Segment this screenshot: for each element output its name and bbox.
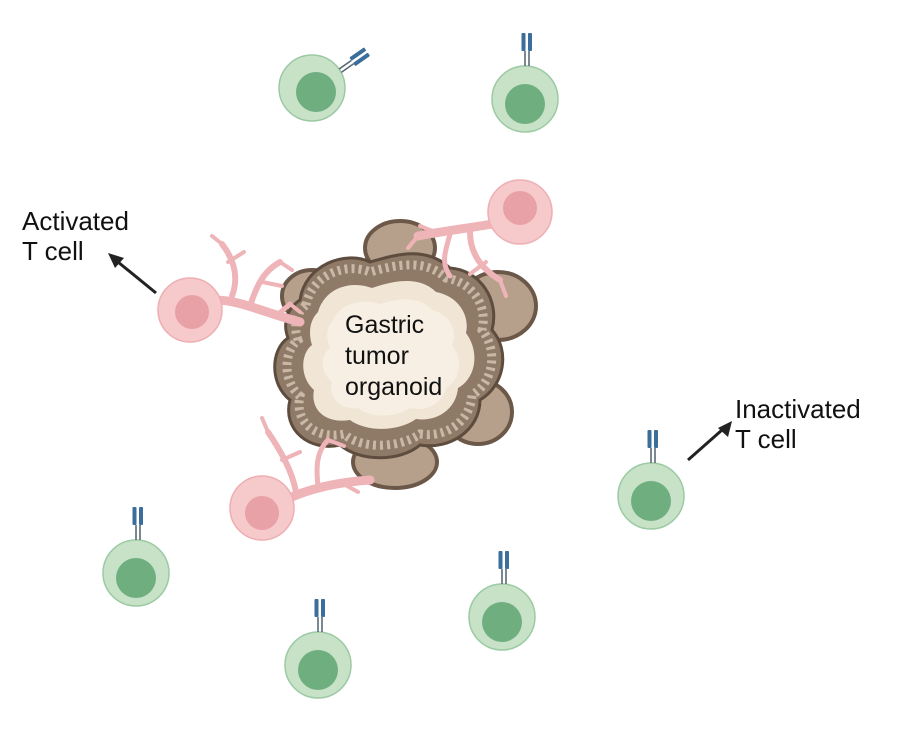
inactivated-label-arrow	[687, 421, 732, 462]
organoid-label-line1: Gastric	[345, 311, 425, 339]
gastric-tumor-organoid	[273, 219, 538, 490]
t-cell-inactive-bottom-center	[284, 598, 352, 699]
inactivated-t-cell-label: Inactivated T cell	[735, 394, 861, 454]
t-cell-inactive-bottom-left	[102, 506, 170, 607]
inactivated-label-line2: T cell	[735, 424, 797, 454]
activated-label-line1: Activated	[22, 206, 129, 236]
activated-label-line2: T cell	[22, 236, 84, 266]
t-cell-inactive-top-right	[491, 32, 559, 133]
t-cell-inactive-right	[617, 429, 685, 530]
activated-t-cell-label: Activated T cell	[22, 206, 129, 266]
organoid-label: Gastric tumor organoid	[345, 310, 442, 403]
t-cell-inactive-bottom-right	[468, 550, 536, 651]
organoid-label-line2: tumor	[345, 342, 409, 370]
activated-label-arrow	[108, 253, 157, 295]
t-cell-activated-left	[157, 234, 305, 343]
t-cell-activated-top-right	[406, 179, 553, 298]
t-cell-inactive-top-left	[278, 47, 370, 122]
organoid-label-line3: organoid	[345, 373, 443, 401]
t-cell-activated-bottom	[229, 416, 375, 541]
inactivated-label-line1: Inactivated	[735, 394, 861, 424]
